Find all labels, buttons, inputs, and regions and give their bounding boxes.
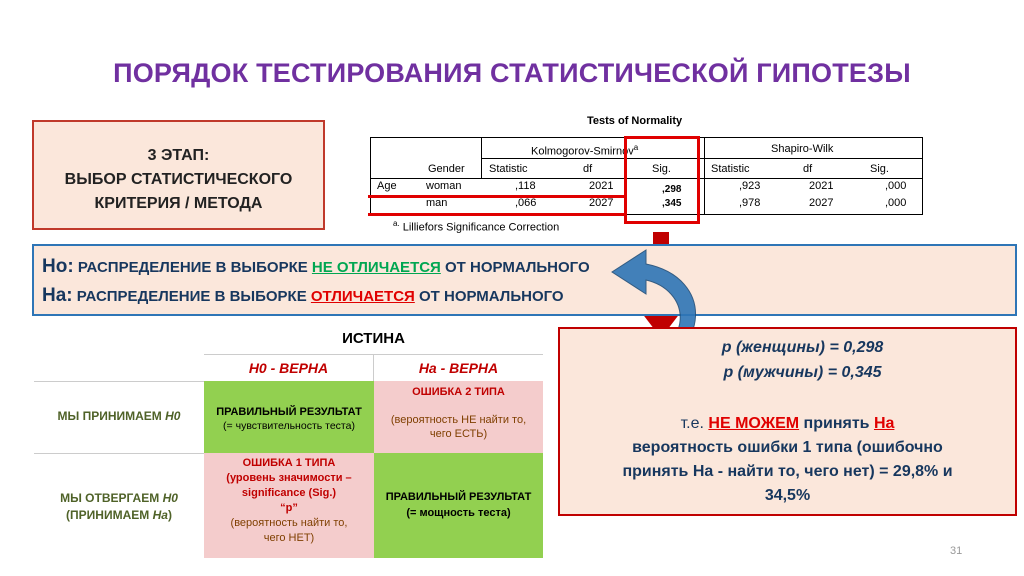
cell-correct-sensitivity: ПРАВИЛЬНЫЙ РЕЗУЛЬТАТ (= чувствительность…: [204, 381, 374, 453]
row-underline-man: [368, 213, 625, 216]
stage-line-3: КРИТЕРИЯ / МЕТОДА: [94, 195, 263, 212]
group-cell: man: [426, 197, 448, 209]
cell-type-1-error: ОШИБКА 1 ТИПА (уровень значимости – sign…: [204, 453, 374, 558]
value-cell: 2027: [589, 197, 614, 209]
p-women: р (женщины) = 0,298: [721, 339, 884, 356]
page-number: 31: [950, 545, 963, 557]
truth-header: ИСТИНА: [342, 330, 405, 347]
normality-table: Kolmogorov-Smirnova Shapiro-Wilk Gender …: [370, 137, 923, 215]
page-title: ПОРЯДОК ТЕСТИРОВАНИЯ СТАТИСТИЧЕСКОЙ ГИПО…: [113, 58, 911, 88]
value-cell: ,118: [515, 180, 536, 192]
p-men: р (мужчины) = 0,345: [723, 364, 882, 381]
value-cell: ,000: [885, 197, 907, 209]
col-header: df: [803, 163, 813, 175]
conclusion-line-3: принять На - найти то, чего нет) = 29,8%…: [622, 463, 953, 480]
ks-header: Kolmogorov-Smirnova: [531, 143, 639, 158]
alternative-hypothesis: На: РАСПРЕДЕЛЕНИЕ В ВЫБОРКЕ ОТЛИЧАЕТСЯ О…: [42, 285, 564, 306]
col-header-ha: На - ВЕРНА: [374, 354, 543, 381]
value-cell: 2027: [809, 197, 834, 209]
conclusion-line-2: вероятность ошибки 1 типа (ошибочно: [632, 439, 943, 456]
sig-highlight-box: [624, 136, 700, 224]
sw-header: Shapiro-Wilk: [771, 143, 834, 155]
null-hypothesis: Ho: РАСПРЕДЕЛЕНИЕ В ВЫБОРКЕ НЕ ОТЛИЧАЕТС…: [42, 256, 590, 277]
spss-table-title: Tests of Normality: [587, 115, 683, 127]
grid-line: [704, 138, 705, 214]
value-cell: ,345: [662, 198, 682, 209]
value-cell: ,298: [662, 184, 682, 195]
stage-box: 3 ЭТАП: ВЫБОР СТАТИСТИЧЕСКОГО КРИТЕРИЯ /…: [32, 120, 325, 230]
result-box: р (женщины) = 0,298 р (мужчины) = 0,345 …: [558, 327, 1017, 516]
hypotheses-box: Ho: РАСПРЕДЕЛЕНИЕ В ВЫБОРКЕ НЕ ОТЛИЧАЕТС…: [32, 244, 1017, 316]
table-footnote: a. Lilliefors Significance Correction: [393, 219, 560, 234]
value-cell: ,000: [885, 180, 907, 192]
value-cell: 2021: [809, 180, 834, 192]
col-header: Statistic: [711, 163, 750, 175]
col-header: Sig.: [870, 163, 889, 175]
value-cell: 2021: [589, 180, 614, 192]
grid-line: [371, 178, 922, 179]
col-header-h0: Н0 - ВЕРНА: [204, 354, 374, 381]
col-header: df: [583, 163, 593, 175]
cell-type-2-error: ОШИБКА 2 ТИПА (вероятность НЕ найти то, …: [374, 381, 543, 453]
value-cell: ,923: [739, 180, 761, 192]
stage-label: 3 ЭТАП:: [147, 147, 210, 164]
value-cell: ,066: [515, 197, 537, 209]
variable-label: Age: [377, 180, 397, 192]
col-header: Statistic: [489, 163, 528, 175]
stage-line-2: ВЫБОР СТАТИСТИЧЕСКОГО: [64, 171, 293, 188]
row-label-accept: МЫ ПРИНИМАЕМ Н0: [34, 381, 204, 453]
grid-line: [481, 158, 922, 159]
group-cell: woman: [426, 180, 462, 192]
gender-header: Gender: [428, 163, 465, 175]
row-underline-woman: [368, 195, 625, 198]
conclusion-line: т.е. НЕ МОЖЕМ принять На: [680, 415, 895, 432]
value-cell: ,978: [739, 197, 761, 209]
conclusion-line-4: 34,5%: [764, 487, 811, 504]
row-label-reject: МЫ ОТВЕРГАЕМ Н0 (ПРИНИМАЕМ На): [34, 453, 204, 558]
error-matrix: ИСТИНА Н0 - ВЕРНА На - ВЕРНА МЫ ПРИНИМАЕ…: [34, 326, 543, 558]
col-header: Sig.: [652, 163, 671, 175]
cell-correct-power: ПРАВИЛЬНЫЙ РЕЗУЛЬТАТ (= мощность теста): [374, 453, 543, 558]
